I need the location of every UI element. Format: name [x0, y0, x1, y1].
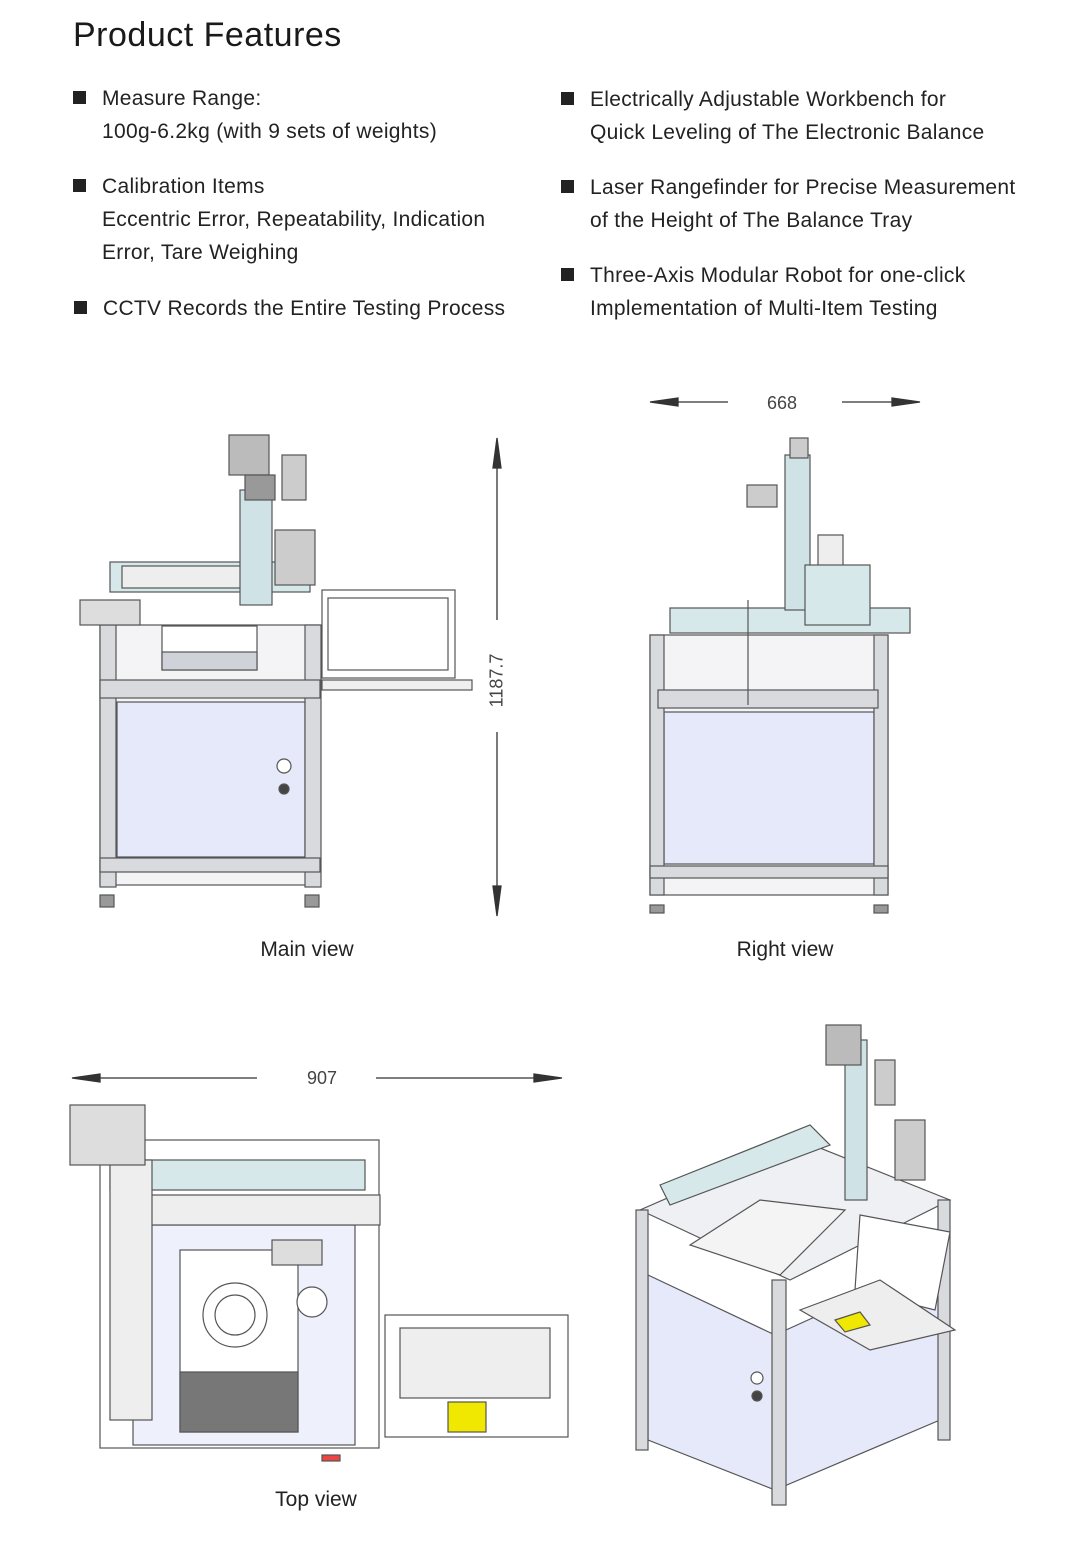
- dimension-width-label: 907: [307, 1068, 338, 1088]
- feature-line: Three-Axis Modular Robot for one-click: [590, 264, 966, 287]
- feature-line: CCTV Records the Entire Testing Process: [103, 297, 506, 320]
- top-view-caption: Top view: [275, 1488, 357, 1511]
- right-view-caption: Right view: [736, 938, 834, 961]
- bullet-icon: [561, 92, 574, 105]
- bullet-icon: [73, 179, 86, 192]
- dimension-depth-label: 668: [767, 393, 798, 413]
- dimension-height-arrow: [492, 437, 502, 917]
- feature-laser-rangefinder: Laser Rangefinder for Precise Measuremen…: [561, 171, 1016, 237]
- feature-cctv: CCTV Records the Entire Testing Process: [74, 292, 506, 325]
- dimension-width-arrow: [71, 1073, 563, 1083]
- bullet-icon: [73, 91, 86, 104]
- feature-line: Eccentric Error, Repeatability, Indicati…: [102, 208, 486, 231]
- feature-line: Laser Rangefinder for Precise Measuremen…: [590, 176, 1016, 199]
- feature-line: of the Height of The Balance Tray: [590, 209, 913, 232]
- feature-measure-range: Measure Range: 100g-6.2kg (with 9 sets of…: [73, 82, 437, 148]
- feature-line: Measure Range:: [102, 87, 262, 110]
- feature-line: 100g-6.2kg (with 9 sets of weights): [102, 120, 437, 143]
- bullet-icon: [74, 301, 87, 314]
- feature-line: Implementation of Multi-Item Testing: [590, 297, 938, 320]
- feature-line: Quick Leveling of The Electronic Balance: [590, 121, 985, 144]
- dimension-depth-arrow: [649, 397, 921, 407]
- bullet-icon: [561, 180, 574, 193]
- feature-line: Error, Tare Weighing: [102, 241, 299, 264]
- feature-line: Calibration Items: [102, 175, 265, 198]
- main-view-caption: Main view: [260, 938, 354, 961]
- bullet-icon: [561, 268, 574, 281]
- feature-line: Electrically Adjustable Workbench for: [590, 88, 947, 111]
- page-title: Product Features: [73, 16, 342, 54]
